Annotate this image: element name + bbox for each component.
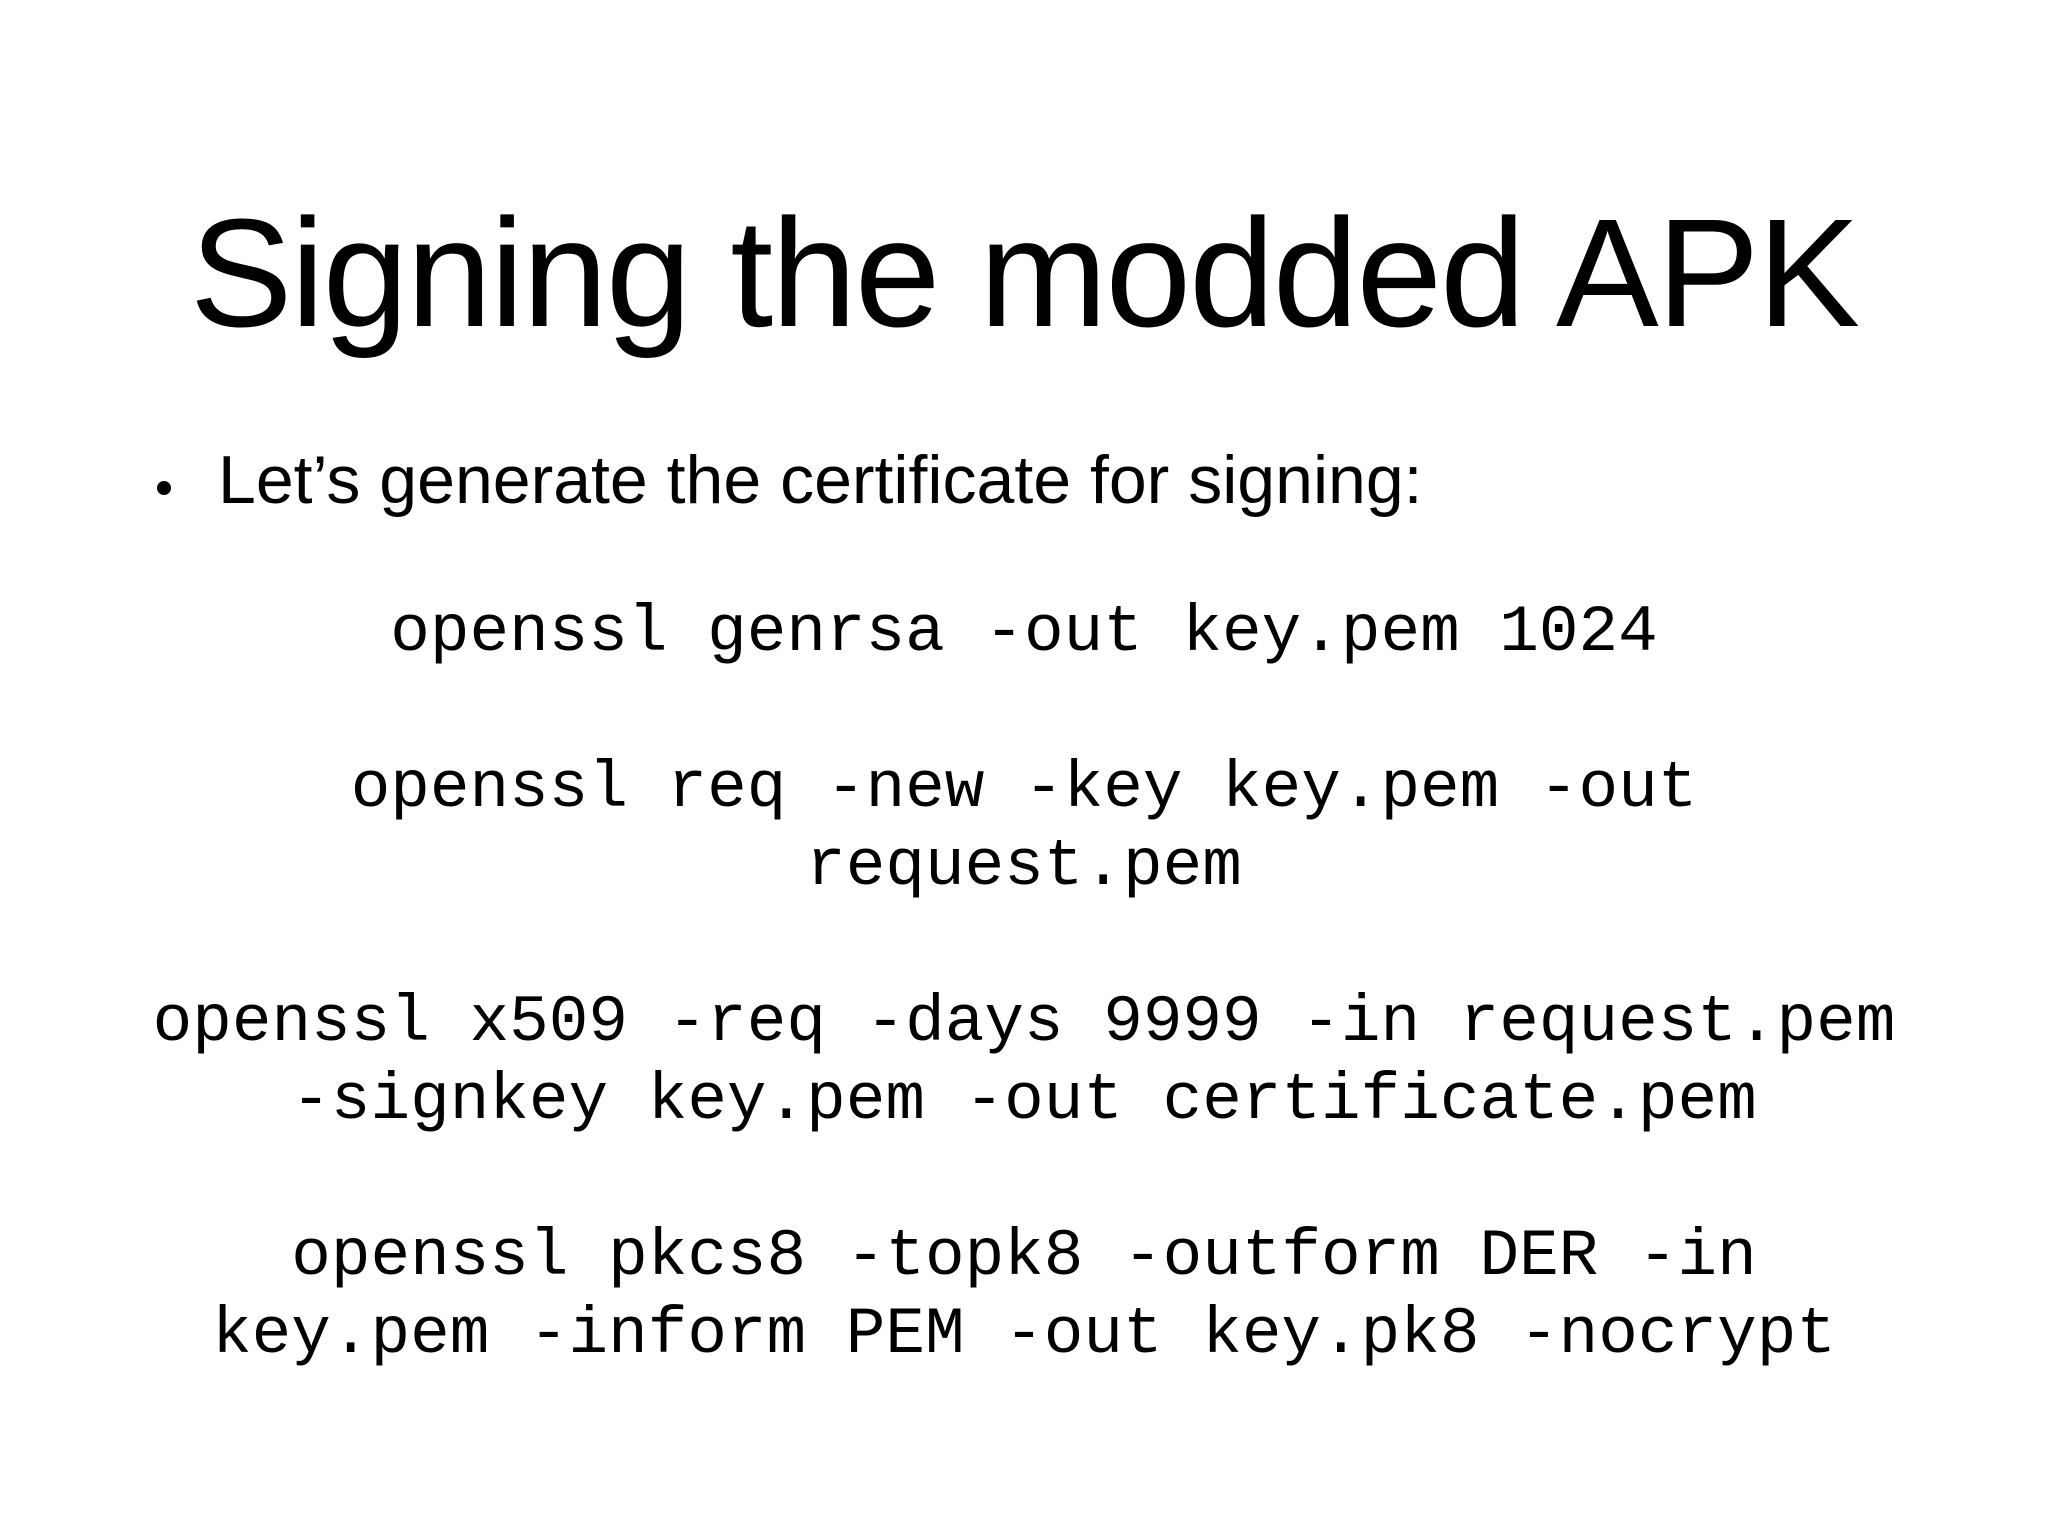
command-line-4: openssl pkcs8 -topk8 -outform DER -in ke… bbox=[212, 1219, 1836, 1372]
command-line-2: openssl req -new -key key.pem -out reque… bbox=[350, 751, 1698, 904]
command-line-1: openssl genrsa -out key.pem 1024 bbox=[390, 595, 1658, 670]
bullet-item: Let’s generate the certificate for signi… bbox=[157, 440, 1423, 520]
command-line-3: openssl x509 -req -days 9999 -in request… bbox=[152, 985, 1896, 1138]
bullet-icon bbox=[157, 481, 171, 495]
command-list: openssl genrsa -out key.pem 1024 openssl… bbox=[0, 594, 2048, 1374]
bullet-text: Let’s generate the certificate for signi… bbox=[218, 442, 1423, 518]
page-title: Signing the modded APK bbox=[189, 187, 1860, 359]
